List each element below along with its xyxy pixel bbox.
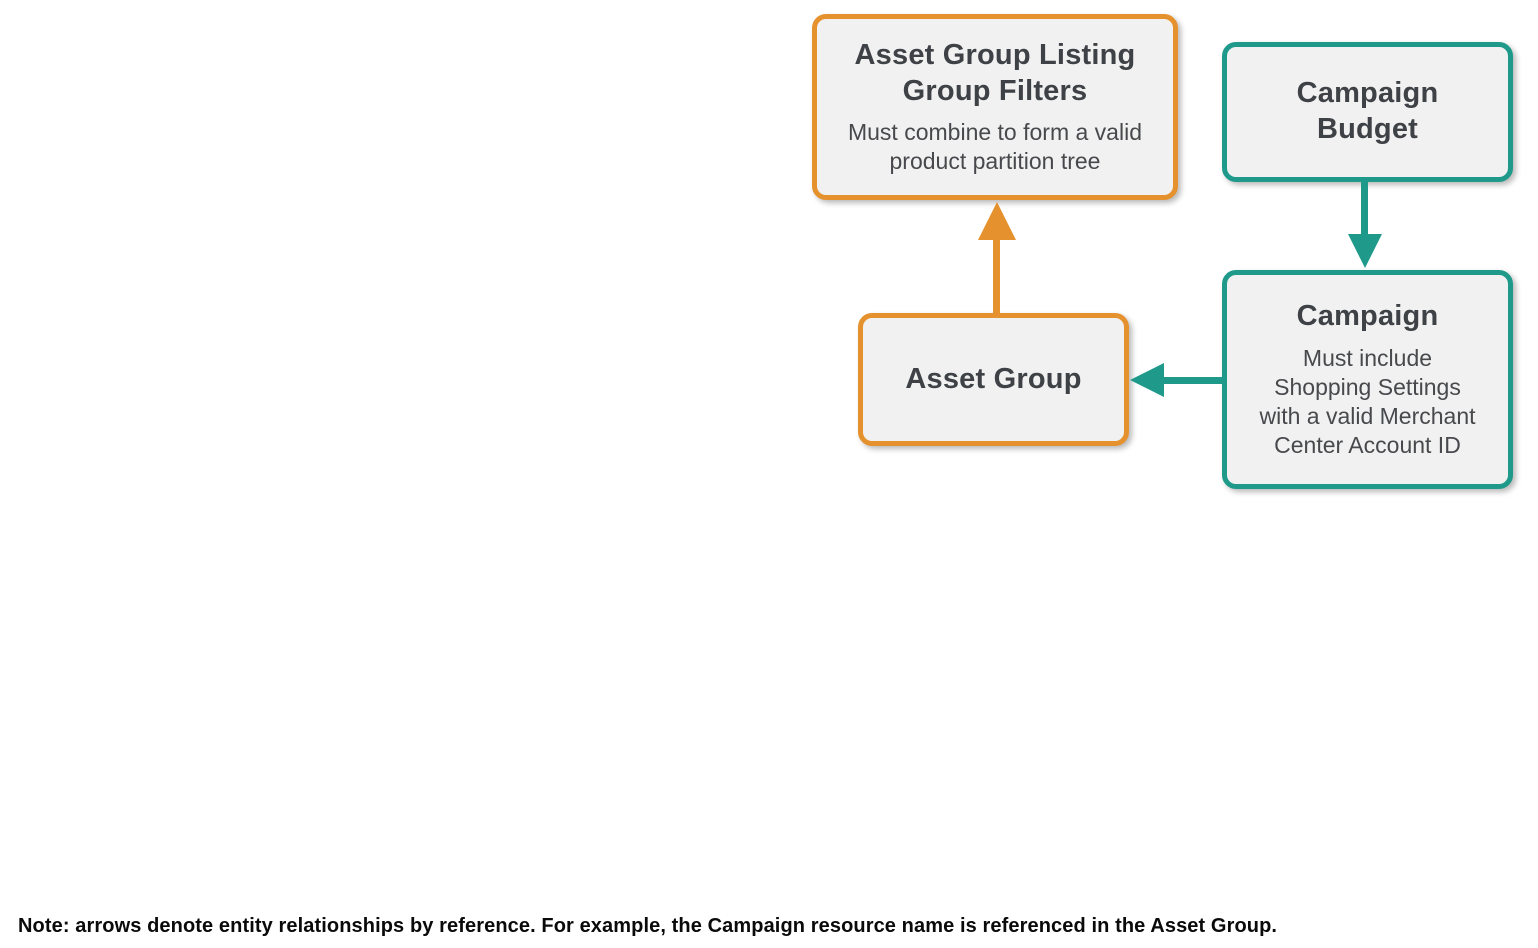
arrow-down-icon <box>1348 234 1382 268</box>
box-title-asset-group-listing-group-filters: Asset Group Listing Group Filters <box>854 38 1136 107</box>
box-title-campaign: Campaign <box>1296 300 1439 333</box>
arrow-shaft <box>1361 182 1368 236</box>
footnote: Note: arrows denote entity relationships… <box>18 915 1278 937</box>
arrow-shaft <box>1162 377 1222 384</box>
box-title-asset-group: Asset Group <box>905 362 1082 395</box>
box-asset-group-listing-group-filters: Asset Group Listing Group Filters Must c… <box>812 14 1178 200</box>
box-campaign: Campaign Must include Shopping Settings … <box>1222 270 1513 489</box>
box-subtitle-asset-group-listing-group-filters: Must combine to form a valid product par… <box>847 119 1142 175</box>
box-campaign-budget: Campaign Budget <box>1222 42 1513 182</box>
arrow-shaft <box>993 232 1000 313</box>
box-subtitle-campaign: Must include Shopping Settings with a va… <box>1259 345 1476 458</box>
box-asset-group: Asset Group <box>858 313 1129 446</box>
arrow-up-icon <box>978 202 1016 240</box>
arrow-left-icon <box>1130 363 1164 397</box>
box-title-campaign-budget: Campaign Budget <box>1296 77 1439 145</box>
